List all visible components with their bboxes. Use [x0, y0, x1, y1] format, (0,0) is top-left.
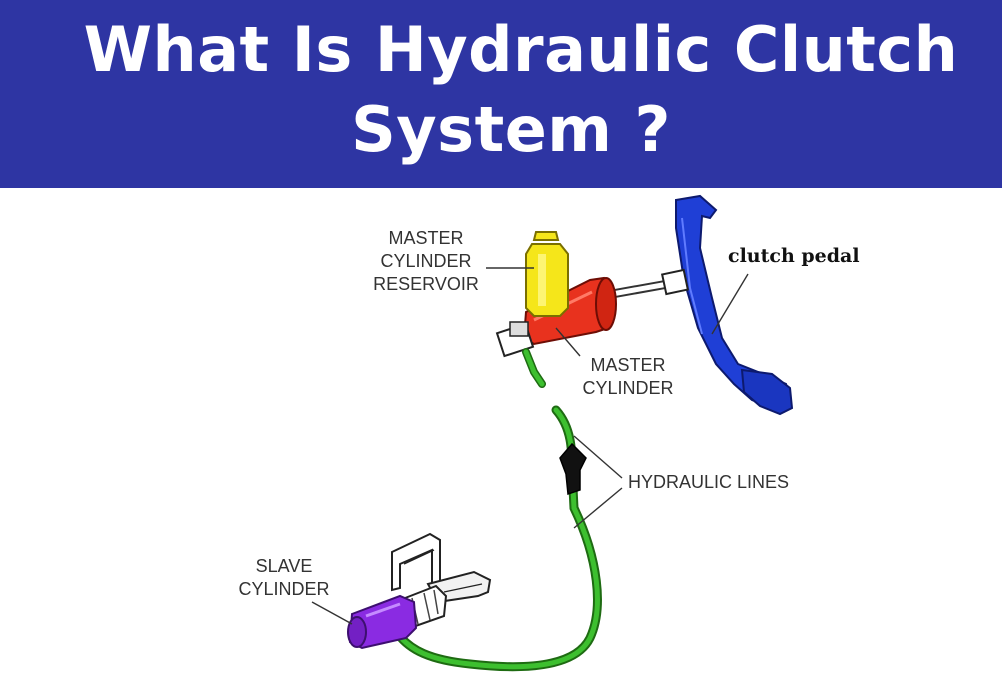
- slave-cylinder-bracket: [391, 532, 441, 592]
- leader-master-cylinder: [555, 327, 581, 357]
- label-reservoir-line-3: RESERVOIR: [373, 274, 479, 294]
- label-clutch-pedal: clutch pedal: [711, 245, 860, 335]
- slave-cylinder: [347, 532, 492, 650]
- clutch-pedal-highlight: [681, 217, 703, 335]
- page-title: What Is Hydraulic Clutch System ?: [0, 10, 1002, 170]
- leader-clutch-pedal: [711, 273, 749, 335]
- clutch-pedal: [675, 194, 794, 416]
- leader-hydraulic-lines-upper: [573, 435, 623, 479]
- hydraulic-clutch-diagram: MASTER CYLINDER RESERVOIR MASTER CYLINDE…: [238, 194, 860, 672]
- clutch-pedal-pad: [740, 368, 794, 416]
- label-hydraulic-lines: HYDRAULIC LINES: [573, 435, 789, 529]
- label-master-cylinder-reservoir: MASTER CYLINDER RESERVOIR: [373, 228, 534, 294]
- label-slave-cylinder-line-2: CYLINDER: [238, 579, 329, 599]
- hydraulic-line-connector: [559, 442, 587, 496]
- hydraulic-lines: [393, 348, 602, 672]
- leader-slave-cylinder: [311, 601, 353, 625]
- leader-hydraulic-lines-lower: [573, 487, 623, 529]
- reservoir-body: [525, 243, 569, 317]
- title-line-1: What Is Hydraulic Clutch: [83, 13, 959, 86]
- title-banner: What Is Hydraulic Clutch System ?: [0, 0, 1002, 188]
- label-slave-cylinder-line-1: SLAVE: [256, 556, 313, 576]
- label-clutch-pedal-text: clutch pedal: [728, 245, 860, 267]
- label-slave-cylinder: SLAVE CYLINDER: [238, 556, 353, 625]
- master-cylinder-reservoir: [525, 231, 569, 317]
- label-reservoir-line-1: MASTER: [388, 228, 463, 248]
- title-line-2: System ?: [351, 93, 671, 166]
- pushrod: [607, 268, 690, 299]
- label-reservoir-line-2: CYLINDER: [380, 251, 471, 271]
- label-master-cylinder-line-1: MASTER: [590, 355, 665, 375]
- label-master-cylinder-line-2: CYLINDER: [582, 378, 673, 398]
- label-hydraulic-lines-text: HYDRAULIC LINES: [628, 472, 789, 492]
- label-master-cylinder: MASTER CYLINDER: [555, 327, 674, 398]
